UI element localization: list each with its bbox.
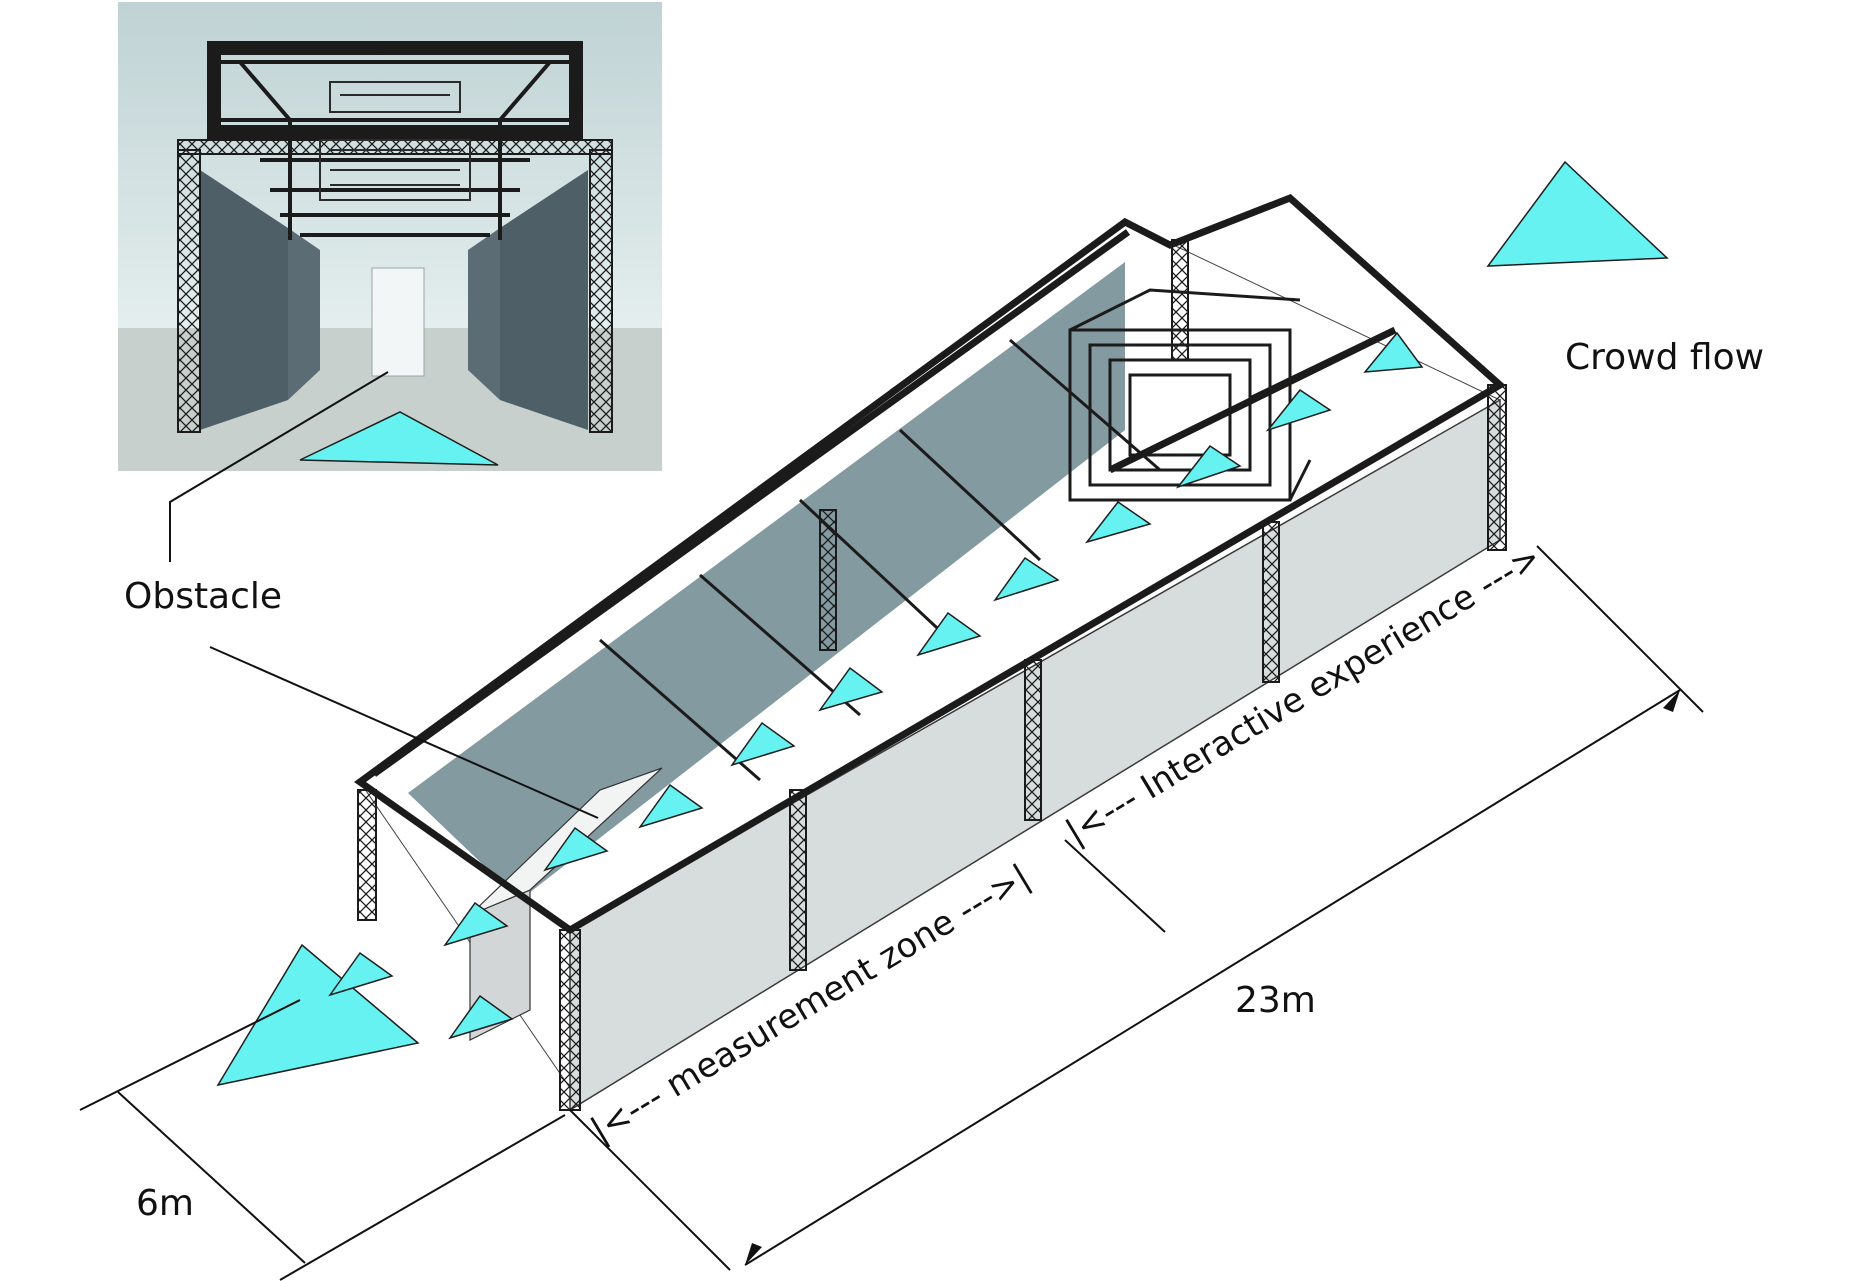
pillars (357, 239, 1507, 1111)
inset-left-pillar (177, 149, 201, 433)
flow-arrow-6 (916, 611, 982, 657)
flow-arrow-1 (1363, 331, 1424, 373)
inset-view (118, 2, 662, 471)
dim-6m-extension (79, 999, 566, 1281)
dim-23m-arrow-end (1663, 690, 1680, 712)
width-label: 6m (136, 1183, 194, 1224)
obstacle-leader-inset (169, 371, 389, 562)
inset-inner-right (468, 228, 500, 400)
flow-arrow-8 (730, 721, 796, 767)
inset-right-wall (500, 170, 588, 430)
inset-flow-arrow (299, 411, 499, 466)
flow-arrow-9 (638, 783, 704, 829)
dim-6m-line (117, 1091, 306, 1264)
flow-arrow-5 (993, 556, 1060, 602)
flow-arrow-3 (1175, 444, 1242, 489)
dim-23m-extension (569, 545, 1704, 1271)
obstacle-leader-main (209, 646, 599, 819)
inset-inner-left (288, 228, 320, 400)
inset-back-frame (207, 41, 583, 139)
inset-roof-truss (214, 60, 576, 240)
dim-zone-divider (1064, 839, 1166, 933)
crowd-flow-label: Crowd flow (1565, 337, 1764, 378)
flow-arrow-13 (448, 994, 514, 1040)
dim-23m-arrow-start (745, 1243, 762, 1265)
flow-arrow-exit-large (216, 943, 420, 1087)
dim-23m-line (744, 689, 1681, 1266)
flow-arrows (216, 160, 1669, 1087)
flow-arrow-11 (443, 901, 509, 947)
flow-arrow-4 (1085, 500, 1152, 544)
obstacle-label: Obstacle (124, 576, 282, 617)
partitions (599, 338, 1161, 782)
flow-arrow-2 (1265, 388, 1332, 432)
flow-arrow-crowd (1486, 160, 1669, 267)
inset-deep-grid (319, 81, 471, 201)
inset-right-pillar (589, 149, 613, 433)
flow-arrow-12 (328, 951, 394, 997)
flow-arrow-10 (543, 826, 609, 872)
dimension-lines (79, 545, 1704, 1281)
inset-front-frame (177, 139, 613, 155)
inset-obstacle (371, 267, 425, 377)
length-label: 23m (1235, 980, 1316, 1021)
inset-left-wall (200, 170, 288, 430)
flow-arrow-7 (818, 666, 884, 712)
corridor (354, 193, 1507, 1112)
roof-truss-far (371, 229, 1397, 777)
back-wall (408, 262, 1125, 900)
